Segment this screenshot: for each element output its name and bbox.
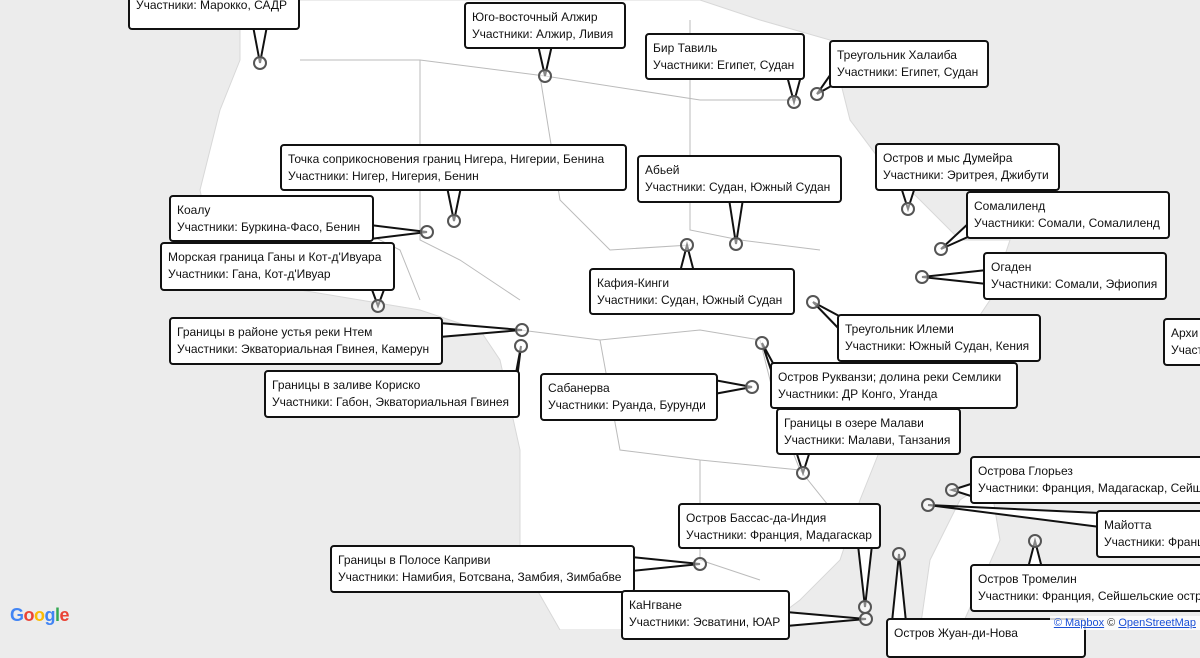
callout-participants: Участники: Алжир, Ливия (472, 27, 614, 41)
callout-title: Архи (1171, 326, 1199, 340)
callout-box[interactable]: Точка соприкосновения границ Нигера, Ниг… (280, 144, 627, 191)
mapbox-link[interactable]: © Mapbox (1053, 617, 1105, 629)
google-logo: Google (10, 605, 70, 625)
callout-title: Остров Тромелин (978, 572, 1077, 586)
callout-participants: Участники: Южный Судан, Кения (845, 339, 1030, 353)
callout-participants: Участники: Эсватини, ЮАР (629, 615, 781, 629)
callout-participants: Участники: Марокко, САДР (136, 0, 288, 12)
callout-title: Границы в заливе Кориско (272, 378, 421, 392)
callout-title: Сабанерва (548, 381, 610, 395)
callout-participants: Участники: Судан, Южный Судан (645, 180, 831, 194)
callout-title: Остров Бассас-да-Индия (686, 511, 827, 525)
callout-title: Бир Тавиль (653, 41, 718, 55)
callout-title: Треугольник Илеми (845, 322, 954, 336)
callout-title: Морская граница Ганы и Кот-д'Ивуара (168, 250, 382, 264)
callout-title: КаНгване (629, 598, 682, 612)
callout-title: Абьей (645, 163, 680, 177)
callout-title: Майотта (1104, 518, 1152, 532)
callout-title: Границы в районе устья реки Нтем (177, 325, 373, 339)
callout-title: Кафия-Кинги (597, 276, 670, 290)
map-attribution: © Mapbox © OpenStreetMap (1049, 616, 1200, 630)
callout-participants: Участники: Малави, Танзания (784, 433, 951, 447)
callout-participants: Участники: Намибия, Ботсвана, Замбия, Зи… (338, 570, 622, 584)
callout-participants: Участники: Габон, Экваториальная Гвинея (272, 395, 510, 409)
callout-title: Треугольник Халаиба (837, 48, 957, 62)
callout-participants: Участ (1171, 343, 1200, 357)
callout-participants: Участники: Буркина-Фасо, Бенин (177, 220, 361, 234)
callout-participants: Участники: Франция, Мадагаскар, Сейшельс… (978, 481, 1200, 495)
callout-title: Точка соприкосновения границ Нигера, Ниг… (288, 152, 605, 166)
osm-link[interactable]: OpenStreetMap (1118, 617, 1196, 629)
callout-participants: Участники: Эритрея, Джибути (883, 168, 1049, 182)
callout-participants: Участники: Франция, Сейшельские острова (978, 589, 1200, 603)
callout-participants: Участники: ДР Конго, Уганда (778, 387, 938, 401)
callout-participants: Участники: Нигер, Нигерия, Бенин (288, 169, 479, 183)
callout-title: Коалу (177, 203, 211, 217)
callout-title: Огаден (991, 260, 1032, 274)
callout-title: Остров и мыс Думейра (883, 151, 1013, 165)
callout-participants: Участники: Сомали, Эфиопия (991, 277, 1158, 291)
callout-title: Сомалиленд (974, 199, 1046, 213)
callout-participants: Участники: Руанда, Бурунди (548, 398, 706, 412)
callout-box[interactable]: Участники: Марокко, САДР (128, 0, 300, 30)
callout-title: Юго-восточный Алжир (472, 10, 598, 24)
callout-participants: Участники: Судан, Южный Судан (597, 293, 783, 307)
callout-participants: Участники: Экваториальная Гвинея, Камеру… (177, 342, 430, 356)
callout-participants: Участники: Франция, Мадагаскар (686, 528, 872, 542)
callout-participants: Участники: Франция (1104, 535, 1200, 549)
callout-participants: Участники: Гана, Кот-д'Ивуар (168, 267, 331, 281)
callout-participants: Участники: Египет, Судан (653, 58, 795, 72)
callout-title: Остров Рукванзи; долина реки Семлики (778, 370, 1002, 384)
callout-title: Острова Глорьез (978, 464, 1073, 478)
callout-title: Границы в Полосе Каприви (338, 553, 491, 567)
callout-participants: Участники: Сомали, Сомалиленд (974, 216, 1160, 230)
callout-title: Границы в озере Малави (784, 416, 924, 430)
attribution-separator: © (1104, 617, 1119, 629)
callout-participants: Участники: Египет, Судан (837, 65, 979, 79)
